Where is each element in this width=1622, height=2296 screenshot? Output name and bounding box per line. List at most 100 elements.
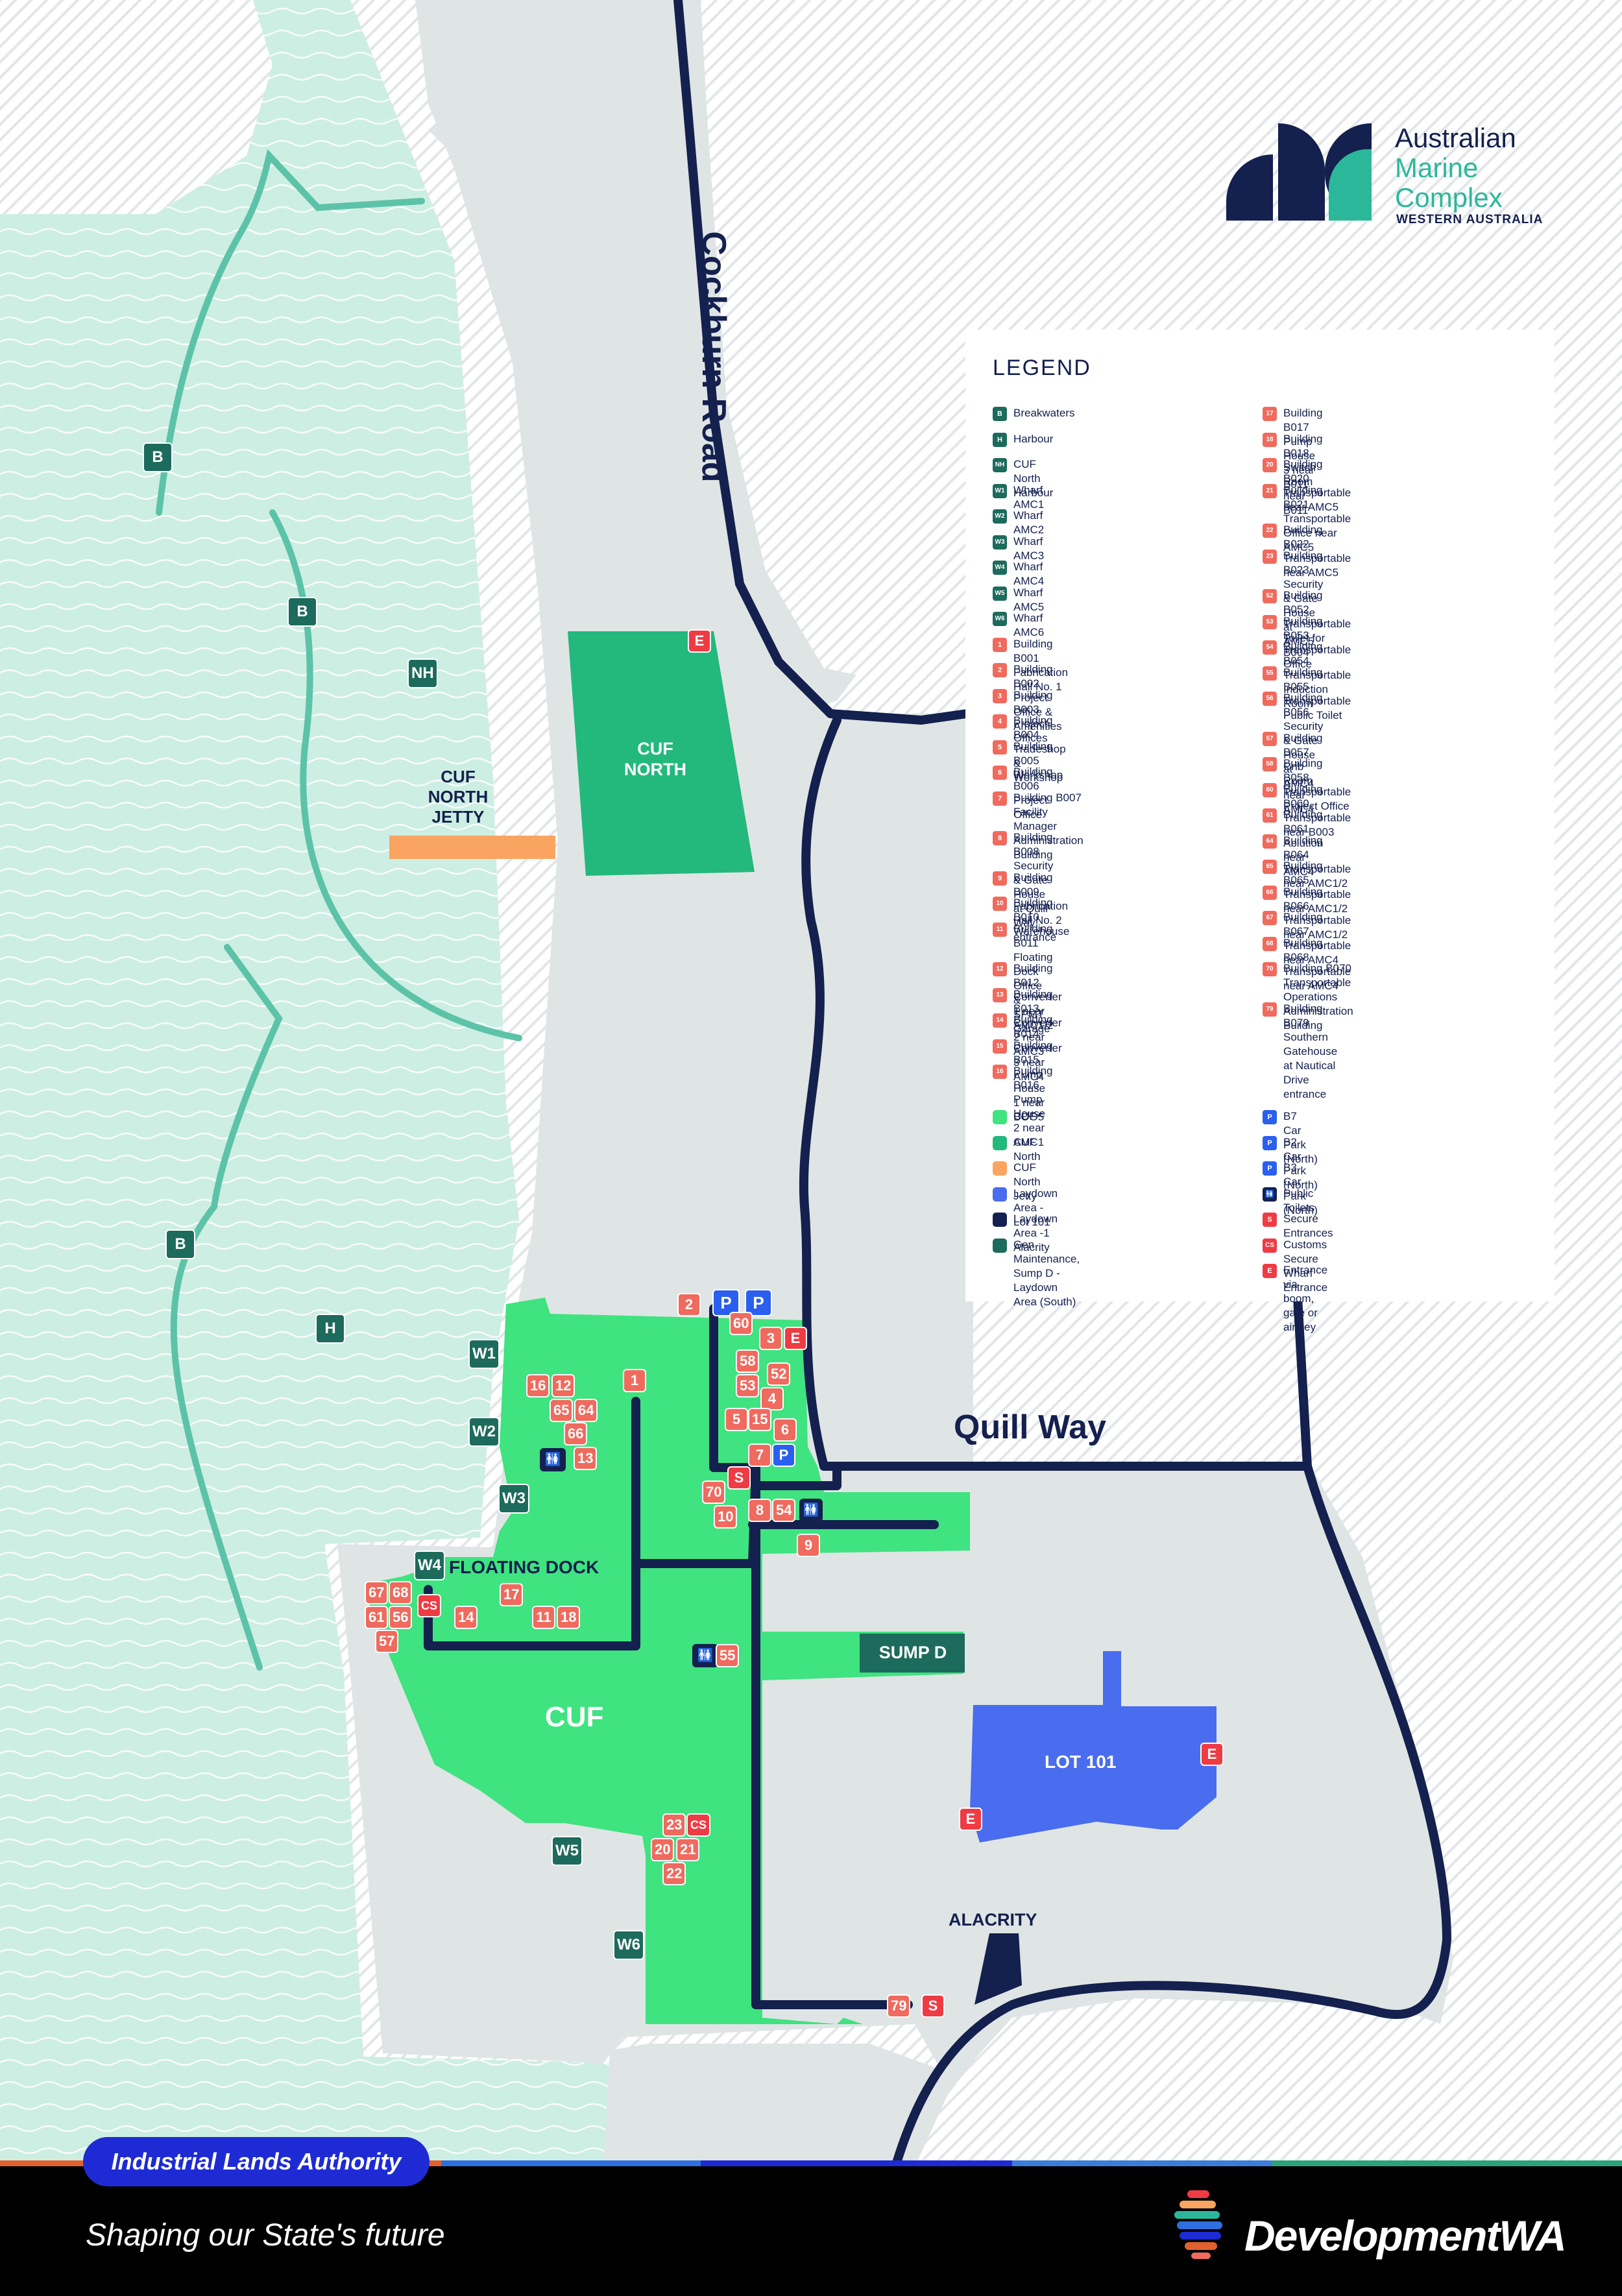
legend-item-label: Building B012 Converter 1 near AMC1/2: [1013, 962, 1062, 1032]
building-marker[interactable]: 58: [736, 1349, 760, 1373]
amc-logo: Australian Marine Complex WESTERN AUSTRA…: [1226, 123, 1551, 227]
legend-item-label: Building B018 Switch Room near B011: [1283, 432, 1323, 516]
toilet-icon: 🚻: [544, 1453, 561, 1467]
building-marker[interactable]: 68: [389, 1581, 413, 1604]
entrance-marker[interactable]: E: [688, 629, 711, 653]
harbour-marker[interactable]: H: [315, 1314, 345, 1344]
building-marker[interactable]: 23: [662, 1813, 686, 1837]
building-marker[interactable]: 54: [772, 1499, 796, 1522]
legend-badge: 8: [993, 831, 1007, 845]
building-marker[interactable]: 79: [887, 1994, 911, 2018]
parking-marker[interactable]: P: [772, 1444, 795, 1467]
building-marker[interactable]: 14: [454, 1606, 478, 1629]
building-marker[interactable]: 9: [797, 1534, 820, 1557]
building-marker[interactable]: 7: [748, 1444, 771, 1467]
land-island: [428, 91, 480, 156]
amc-logo-mark: [1226, 123, 1372, 221]
building-marker[interactable]: 5: [725, 1408, 748, 1431]
legend-item: CUF North: [993, 1135, 1041, 1164]
building-marker[interactable]: 67: [365, 1581, 389, 1604]
building-marker[interactable]: 61: [365, 1606, 389, 1629]
legend-item-label: Building B060 Transportable near B003: [1283, 782, 1351, 838]
legend-swatch: [993, 1161, 1007, 1176]
north-harbour-marker[interactable]: NH: [407, 659, 438, 688]
building-marker[interactable]: 11: [532, 1606, 555, 1629]
building-marker[interactable]: 60: [729, 1312, 753, 1335]
building-marker[interactable]: 57: [375, 1630, 399, 1653]
legend-badge: 57: [1263, 731, 1277, 746]
building-marker[interactable]: 15: [748, 1408, 772, 1431]
wharf-marker-w5[interactable]: W5: [551, 1836, 583, 1866]
customs-entrance-marker[interactable]: CS: [686, 1813, 711, 1837]
legend-item-label: Building B066 Transportable near AMC1/2: [1283, 885, 1351, 941]
entrance-marker[interactable]: E: [1200, 1743, 1224, 1766]
building-marker[interactable]: 56: [389, 1606, 413, 1629]
legend-badge: 20: [1263, 458, 1277, 472]
industrial-lands-authority-badge[interactable]: Industrial Lands Authority: [83, 2137, 430, 2186]
cuf-north-area: [568, 631, 755, 876]
breakwater-marker[interactable]: B: [165, 1229, 195, 1259]
building-marker[interactable]: 8: [748, 1499, 771, 1522]
legend-badge: B: [993, 407, 1007, 421]
customs-entrance-marker[interactable]: CS: [417, 1594, 442, 1617]
amc-name-line3: Complex: [1395, 182, 1503, 213]
entrance-marker[interactable]: E: [959, 1807, 982, 1831]
legend-item-label: Building B061 Ablution near AMC4: [1283, 808, 1324, 878]
building-marker[interactable]: 16: [526, 1374, 550, 1397]
entrance-marker[interactable]: E: [784, 1327, 807, 1350]
building-marker[interactable]: 64: [574, 1399, 598, 1422]
cuf-area: [370, 1298, 970, 2024]
developmentwa-brand: DevelopmentWA: [1244, 2212, 1567, 2260]
legend-swatch: [993, 1187, 1007, 1202]
legend-item-label: Building B064 Transportable near AMC1/2: [1283, 834, 1351, 889]
building-marker[interactable]: 55: [716, 1644, 740, 1667]
building-marker[interactable]: 12: [551, 1374, 575, 1397]
building-marker[interactable]: 70: [702, 1480, 726, 1504]
building-marker[interactable]: 6: [773, 1418, 797, 1442]
parking-marker[interactable]: P: [745, 1289, 772, 1316]
legend-badge: 3: [993, 688, 1007, 703]
wharf-marker-w1[interactable]: W1: [468, 1339, 500, 1369]
building-marker[interactable]: 3: [759, 1327, 782, 1350]
legend-badge: H: [993, 432, 1007, 447]
building-marker[interactable]: 10: [714, 1505, 738, 1529]
building-marker[interactable]: 13: [574, 1447, 598, 1470]
building-marker[interactable]: 65: [550, 1399, 574, 1422]
legend-item-label: Building B057 Crib Room near AMC4: [1283, 731, 1323, 816]
legend-badge: 18: [1263, 432, 1277, 447]
secure-entrance-marker[interactable]: S: [727, 1466, 751, 1490]
building-marker[interactable]: 18: [557, 1606, 581, 1629]
legend-item-label: Building B007 Facility Manager Administr…: [1013, 791, 1083, 861]
legend-badge: P: [1263, 1161, 1277, 1176]
building-marker[interactable]: 2: [677, 1293, 701, 1316]
legend-badge: 55: [1263, 666, 1277, 681]
building-marker[interactable]: 1: [623, 1369, 646, 1392]
wharf-marker-w6[interactable]: W6: [613, 1930, 644, 1960]
building-marker[interactable]: 52: [767, 1362, 791, 1386]
wharf-marker-w4[interactable]: W4: [414, 1551, 445, 1580]
building-marker[interactable]: 66: [564, 1422, 588, 1445]
amc-name-line1: Australian: [1395, 123, 1516, 153]
building-marker[interactable]: 20: [651, 1838, 675, 1861]
wharf-marker-w2[interactable]: W2: [468, 1417, 500, 1447]
building-marker[interactable]: 4: [760, 1387, 784, 1410]
secure-entrance-marker[interactable]: S: [921, 1994, 945, 2018]
building-marker[interactable]: 22: [662, 1862, 686, 1885]
building-marker[interactable]: 21: [676, 1838, 700, 1861]
breakwater-marker[interactable]: B: [287, 597, 317, 627]
building-marker[interactable]: 53: [736, 1374, 760, 1397]
cuf-north-jetty-area: [389, 836, 555, 859]
breakwater-marker[interactable]: B: [143, 442, 173, 472]
building-marker[interactable]: 17: [500, 1583, 524, 1606]
wharf-marker-w3[interactable]: W3: [498, 1484, 529, 1514]
legend-badge: 17: [1263, 407, 1277, 421]
